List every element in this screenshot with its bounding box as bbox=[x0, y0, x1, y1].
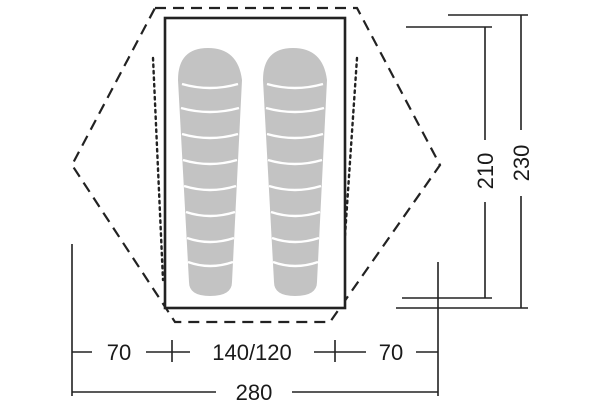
flysheet-outline bbox=[70, 6, 442, 324]
sleeping-bag-right bbox=[263, 48, 327, 296]
sleeping-bag-left bbox=[178, 48, 242, 296]
total-length-label: 230 bbox=[509, 145, 534, 182]
vestibule-right-label: 70 bbox=[379, 340, 403, 365]
width-dimensions bbox=[71, 244, 439, 396]
total-width-label: 280 bbox=[236, 380, 273, 405]
inner-width-label: 140/120 bbox=[212, 340, 292, 365]
vestibule-left-label: 70 bbox=[107, 340, 131, 365]
length-dimensions bbox=[396, 14, 528, 309]
inner-length-label: 210 bbox=[473, 153, 498, 190]
